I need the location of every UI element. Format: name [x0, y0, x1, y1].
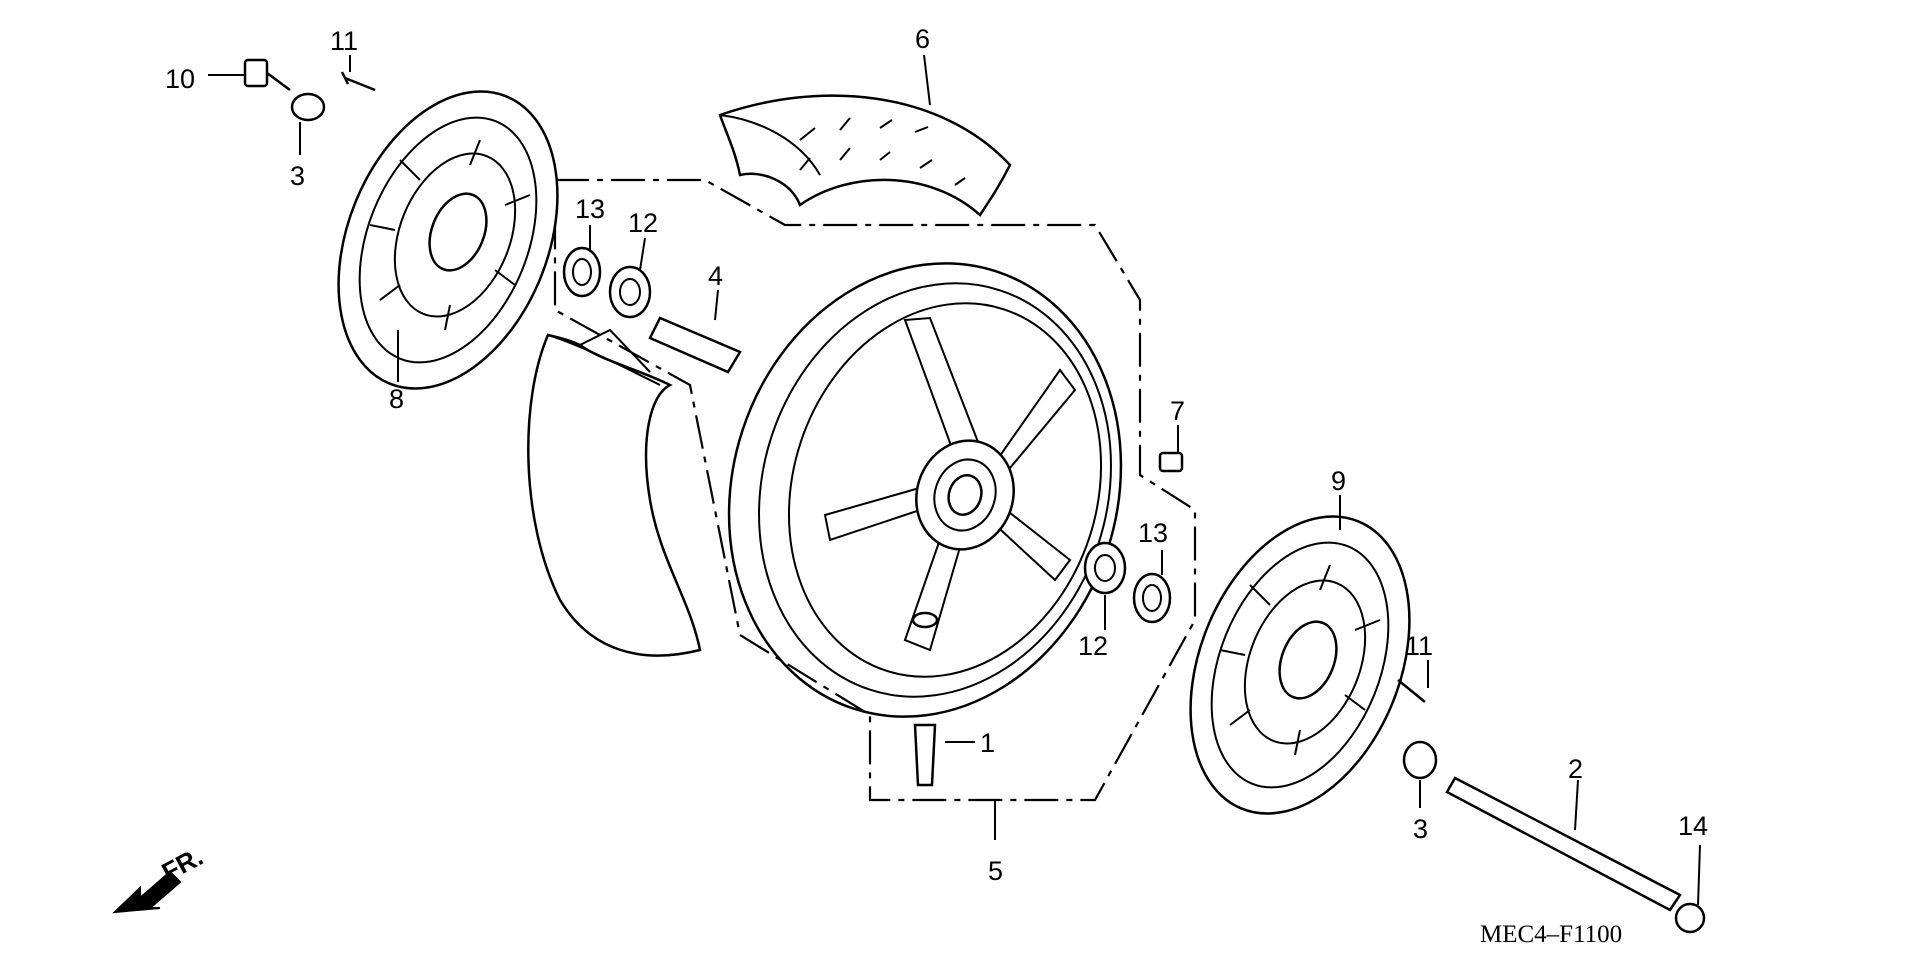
callout-4-spacer: 4: [708, 261, 723, 291]
bearing-12-top: [608, 265, 652, 319]
callout-11-screw-top: 11: [330, 26, 358, 56]
callout-9-disc-right: 9: [1331, 466, 1346, 496]
callout-12-bearing-top: 12: [628, 208, 658, 238]
callout-10-bolt: 10: [165, 64, 195, 94]
brake-disc-right: [1189, 515, 1411, 815]
bolt-10: [243, 58, 291, 92]
bearing-12-right: [1083, 541, 1127, 595]
front-direction-arrow: FR.: [112, 841, 208, 914]
callout-14-cap: 14: [1678, 811, 1708, 841]
callout-3-collar-top: 3: [290, 161, 305, 191]
collar-3-top: [290, 92, 326, 122]
balance-weight-7: [1158, 451, 1184, 473]
leader-lines: [208, 54, 1701, 906]
screw-11-top: [340, 71, 376, 92]
drawing-code: MEC4–F1100: [1480, 921, 1622, 948]
callout-12-bearing-right: 12: [1078, 631, 1108, 661]
callout-3-collar-right: 3: [1413, 814, 1428, 844]
callout-11-screw-right: 11: [1405, 631, 1433, 661]
callout-1-valve: 1: [980, 728, 995, 758]
screw-11-right: [1397, 679, 1426, 703]
callout-2-axle: 2: [1568, 754, 1583, 784]
collar-3-right: [1402, 740, 1438, 780]
dust-seal-13-top: [562, 246, 602, 298]
wheel-rim: [727, 262, 1123, 718]
wheel-assembly-boundary: [553, 178, 1197, 802]
brake-disc-left: [337, 90, 559, 390]
dust-seal-13-right: [1132, 572, 1172, 624]
axle-2: [1445, 776, 1682, 912]
callout-8-disc-left: 8: [389, 384, 404, 414]
callout-13-seal-right: 13: [1138, 518, 1168, 548]
callout-13-seal-top: 13: [575, 194, 605, 224]
callout-5-wheel: 5: [988, 856, 1003, 886]
tire: [527, 94, 1012, 657]
spacer-4: [648, 316, 742, 374]
callout-6-tire: 6: [915, 24, 930, 54]
axle-cap-14: [1674, 902, 1706, 934]
valve-1: [913, 723, 937, 787]
callout-7-weight: 7: [1170, 396, 1185, 426]
